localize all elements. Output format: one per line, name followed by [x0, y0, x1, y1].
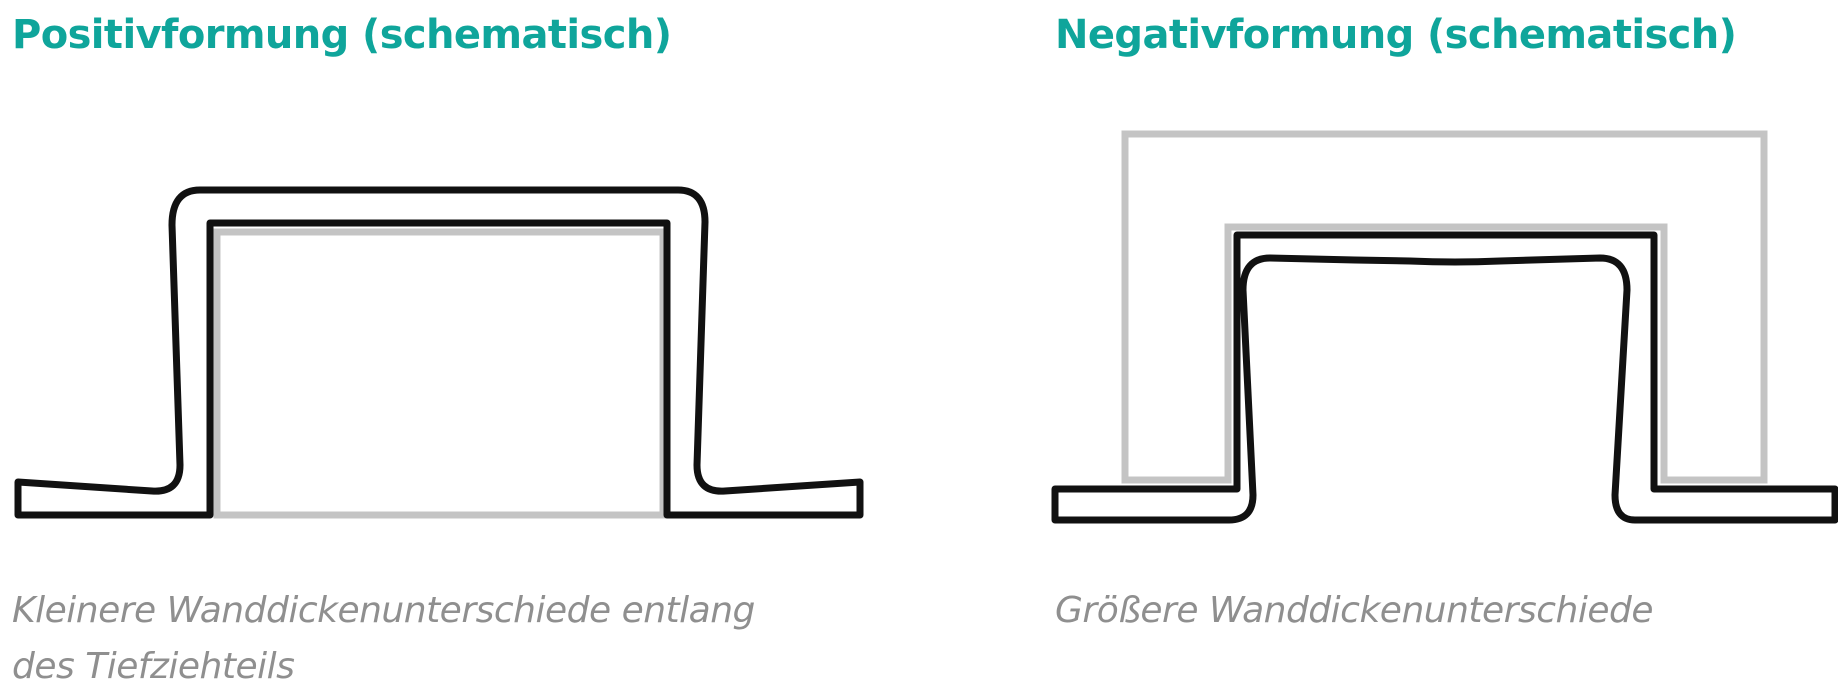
- positive-caption-line-2: des Tiefziehteils: [12, 646, 295, 687]
- positive-mould-outline: [213, 228, 667, 519]
- negative-caption-line-1: Größere Wanddickenunterschiede: [1055, 590, 1653, 631]
- negative-forming-diagram: [1051, 130, 1838, 524]
- negative-sheet-outline: [1051, 231, 1838, 524]
- positive-forming-title: Positivformung (schematisch): [12, 12, 672, 58]
- positive-forming-caption: Kleinere Wanddickenunterschiede entlang …: [12, 583, 832, 695]
- positive-sheet-outline: [14, 186, 864, 519]
- negative-forming-caption: Größere Wanddickenunterschiede: [1055, 583, 1825, 639]
- negative-mould-outline: [1121, 130, 1768, 484]
- negative-forming-title: Negativformung (schematisch): [1055, 12, 1737, 58]
- positive-forming-panel: Positivformung (schematisch) Kleinere Wa…: [0, 0, 900, 695]
- negative-forming-panel: Negativformung (schematisch) Größere Wan…: [1051, 0, 1838, 695]
- positive-forming-diagram: [14, 186, 864, 519]
- positive-caption-line-1: Kleinere Wanddickenunterschiede entlang: [12, 590, 755, 631]
